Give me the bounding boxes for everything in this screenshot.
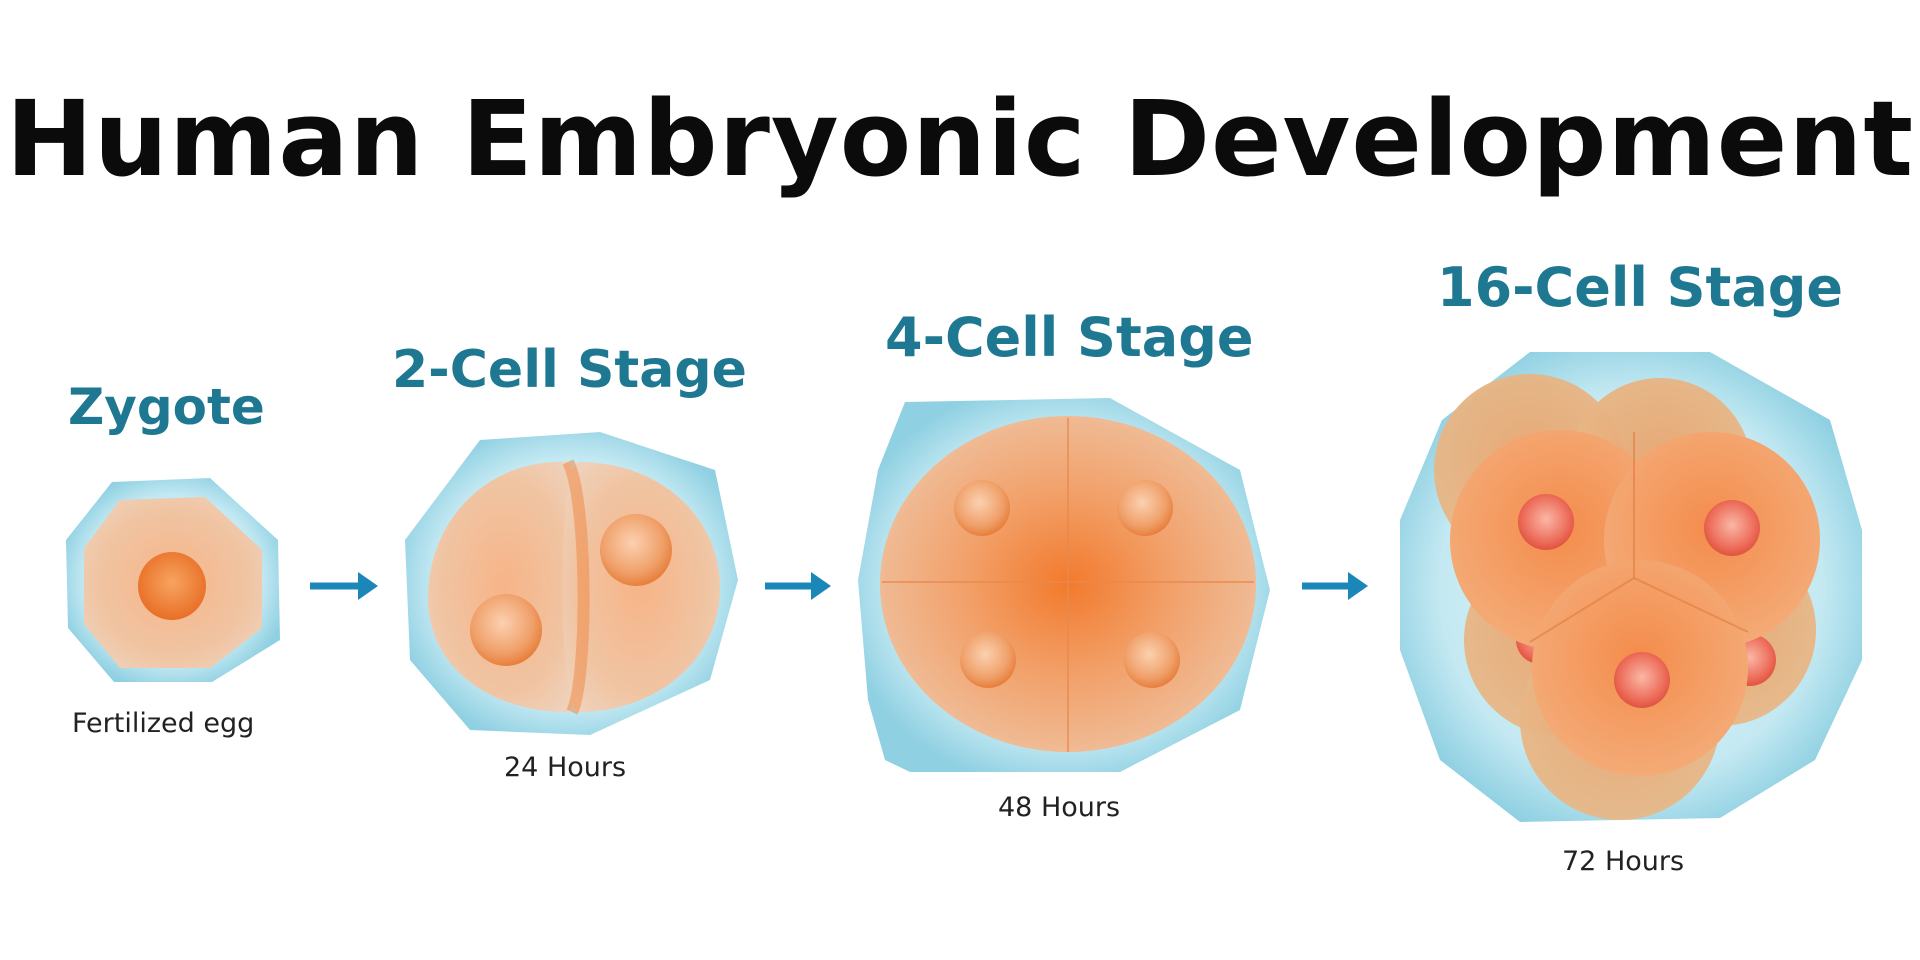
nucleus-icon: [1518, 494, 1574, 550]
nucleus-icon: [1614, 652, 1670, 708]
caption-4-cell: 48 Hours: [998, 792, 1121, 823]
arrow-icon: [1302, 572, 1368, 600]
two-cell-embryo: [405, 432, 738, 735]
stage-label-2-cell: 2-Cell Stage: [392, 340, 747, 400]
caption-16-cell: 72 Hours: [1562, 846, 1685, 877]
stage-label-zygote: Zygote: [68, 378, 265, 436]
two-cell-left-cell: [428, 461, 584, 712]
nucleus-icon: [960, 632, 1016, 688]
stage-label-4-cell: 4-Cell Stage: [885, 306, 1254, 369]
stage-label-16-cell: 16-Cell Stage: [1437, 256, 1844, 319]
nucleus-icon: [1124, 632, 1180, 688]
zygote-nucleus: [138, 552, 206, 620]
nucleus-icon: [1704, 500, 1760, 556]
nucleus-icon: [470, 594, 542, 666]
zygote-cell: [66, 478, 280, 682]
two-cell-right-cell: [562, 462, 720, 712]
page-title: Human Embryonic Development: [5, 78, 1915, 200]
sixteen-cell-embryo: [1400, 352, 1862, 822]
nucleus-icon: [1117, 480, 1173, 536]
nucleus-icon: [600, 514, 672, 586]
arrow-icon: [765, 572, 831, 600]
four-cell-embryo: [858, 398, 1270, 772]
caption-2-cell: 24 Hours: [504, 752, 627, 783]
caption-zygote: Fertilized egg: [72, 708, 255, 739]
nucleus-icon: [954, 480, 1010, 536]
arrow-icon: [310, 572, 378, 600]
